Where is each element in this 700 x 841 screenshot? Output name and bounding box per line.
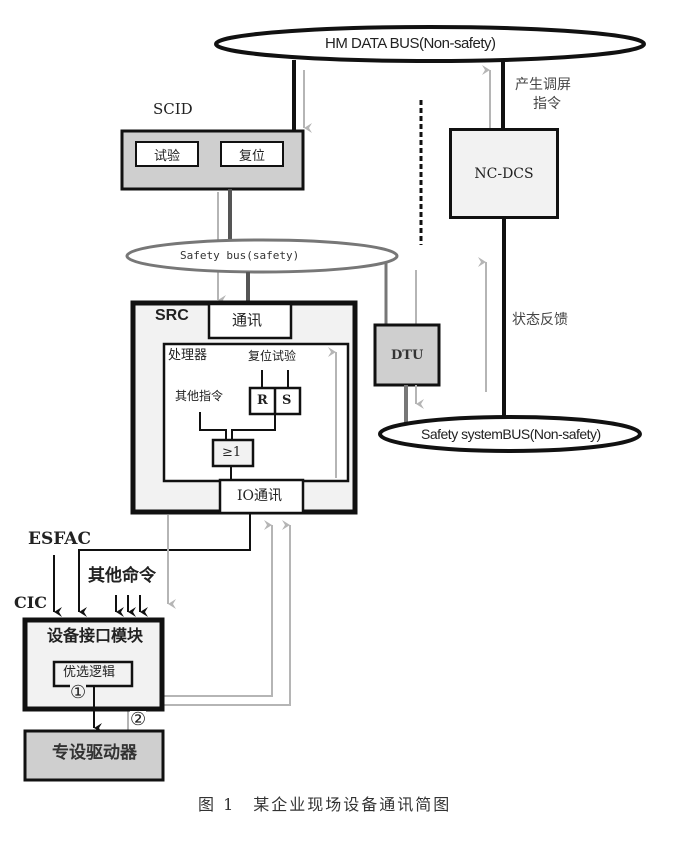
scid-title: SCID [153,100,193,118]
or-gate-label: ≥1 [222,445,242,460]
other-instruction-label: 其他指令 [175,389,224,403]
r-input-label: R [257,393,268,408]
comm-box [207,302,293,340]
or-gate-box [211,438,255,468]
hm-data-bus-label: HM DATA BUS(Non-safety) [325,35,496,52]
scid-test-label: 试验 [153,148,180,164]
src-comm-label: 通讯 [232,311,263,329]
other-commands-label: 其他命令 [88,566,156,586]
generate-cmd-label-line1: 产生调屏 [515,77,571,93]
io-comm-label: IO通讯 [237,488,283,504]
driver-label: 专设驱动器 [52,743,137,763]
device-interface-title: 设备接口模块 [47,626,144,645]
driver-box [23,729,165,782]
processor-label: 处理器 [168,348,208,363]
safety-system-bus-ellipse [378,415,642,453]
esfac-label: ESFAC [28,529,92,549]
cic-label: CIC [14,593,47,612]
safety-bus-ellipse [125,238,399,274]
reset-test-label: 复位试验 [248,349,297,363]
safety-system-bus-label: Safety systemBUS(Non-safety) [421,426,601,442]
status-feedback-label: 状态反馈 [512,312,568,328]
marker-2: ② [130,709,147,730]
dtu-box [373,323,441,387]
figure-caption: 图 1 某企业现场设备通讯简图 [198,795,452,814]
scid-reset-label: 复位 [238,148,265,164]
nc-dcs-label: NC-DCS [474,165,534,182]
priority-logic-label: 优选逻辑 [63,665,116,680]
hm-data-bus-ellipse [214,25,646,63]
marker-1: ① [70,682,87,703]
io-comm-box [218,478,305,515]
s-input-label: S [282,393,292,408]
scid-reset-button[interactable]: 复位 [220,141,284,167]
src-title: SRC [155,307,189,324]
feedback2-line [127,520,291,730]
scid-test-button[interactable]: 试验 [135,141,199,167]
dtu-label: DTU [391,348,424,363]
generate-cmd-label-line2: 指令 [533,96,561,112]
safety-bus-label: Safety bus(safety) [180,249,300,262]
io-to-device-line [78,513,251,617]
nc-dcs-box: NC-DCS [449,128,559,219]
